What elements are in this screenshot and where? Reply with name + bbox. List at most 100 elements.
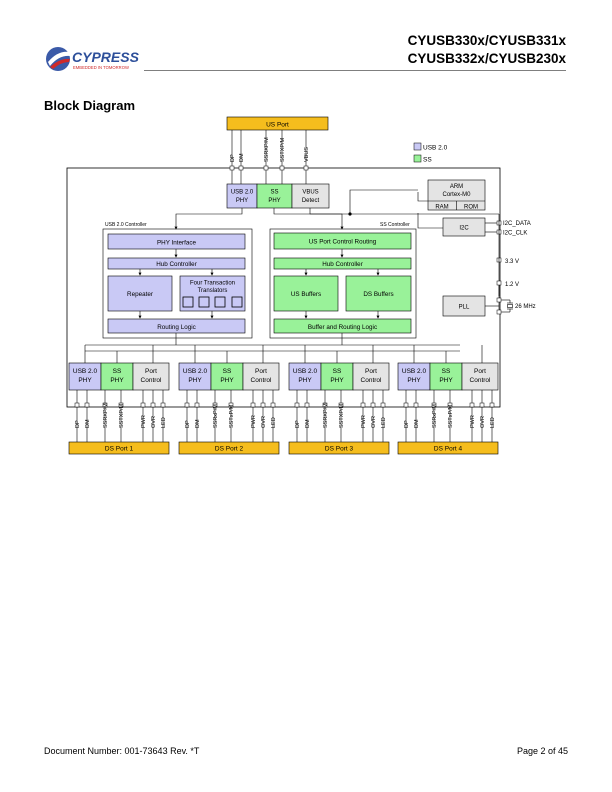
ds-pin-label: SSTxP/M <box>229 404 235 428</box>
ds-ss-phy-label: PHY <box>110 377 124 384</box>
i2c-label: I2C <box>459 226 469 232</box>
ds-pin-label: DM <box>414 419 420 428</box>
ds-pin-label: LED <box>490 417 496 428</box>
legend-ss-label: SS <box>423 157 432 164</box>
arm-core-label-2: Cortex-M0 <box>442 192 471 198</box>
crystal-icon <box>501 299 513 313</box>
ds-pin-label: OVR <box>261 416 267 428</box>
ds-pin-label: PWR <box>361 415 367 428</box>
arm-core-label-1: ARM <box>450 184 463 190</box>
pll-label: PLL <box>459 305 470 311</box>
repeater-label: Repeater <box>127 291 153 298</box>
us-buffers-label: US Buffers <box>291 291 321 298</box>
ss-hub-controller-box <box>273 257 412 270</box>
ds-usb2-phy-box <box>397 362 431 391</box>
ds-port-control-box <box>461 362 499 391</box>
repeater-box <box>107 275 173 312</box>
ram-label: RAM <box>435 205 448 211</box>
ds-port-label: DS Port 1 <box>105 446 134 453</box>
header-rule <box>144 70 566 71</box>
ds-port-control-label: Control <box>470 377 492 384</box>
ds-port-control-label: Port <box>255 368 267 375</box>
vbus-detect-label-2: Detect <box>302 198 320 204</box>
buffer-routing-logic-box <box>273 318 412 334</box>
power-1v2-label: 1.2 V <box>505 282 519 288</box>
ds-ss-phy-label: SS <box>223 368 232 375</box>
legend-ss-swatch <box>413 154 422 163</box>
ds-buffers-box <box>345 275 412 312</box>
ds-pin-label: OVR <box>151 416 157 428</box>
ds-pin-label: DP <box>75 420 81 428</box>
ds-port-label: DS Port 2 <box>215 446 244 453</box>
ds-pin-label: DM <box>305 419 311 428</box>
routing-logic-label: Routing Logic <box>157 324 196 331</box>
ds-usb2-phy-label: USB 2.0 <box>73 368 98 375</box>
ds-port-control-label: Port <box>474 368 486 375</box>
cypress-tree-icon <box>46 47 70 71</box>
ds-pin-label: DP <box>185 420 191 428</box>
usb2-controller-caption: USB 2.0 Controller <box>105 222 147 228</box>
ss-controller-caption: SS Controller <box>380 222 410 228</box>
rom-label: ROM <box>464 205 478 211</box>
cypress-logo: CYPRESS EMBEDDED IN TOMORROW <box>46 47 140 71</box>
ds-pin-label: PWR <box>251 415 257 428</box>
ds-pin-label: SSTXP/M <box>119 403 125 428</box>
ds-ss-phy-label: SS <box>333 368 342 375</box>
ds-ss-phy-box <box>210 362 244 391</box>
us-pin-label: DP <box>230 154 236 162</box>
legend-usb2-swatch <box>413 142 422 151</box>
ds-usb2-phy-box <box>288 362 322 391</box>
ds-port-control-label: Port <box>365 368 377 375</box>
ds-usb2-phy-label: PHY <box>78 377 92 384</box>
upstream-ss-phy <box>256 183 293 209</box>
ds-ss-phy-label: PHY <box>220 377 234 384</box>
us-port-box <box>226 116 329 131</box>
section-title: Block Diagram <box>44 98 136 113</box>
title-line-1: CYUSB330x/CYUSB331x <box>407 33 566 48</box>
i2c-data-pin: I2C_DATA <box>503 221 531 227</box>
ds-usb2-phy-label: USB 2.0 <box>183 368 208 375</box>
brand-tagline: EMBEDDED IN TOMORROW <box>73 65 129 70</box>
pll-frequency: 26 MHz <box>515 304 536 310</box>
ds-port-control-label: Control <box>141 377 163 384</box>
ds-ss-phy-label: SS <box>442 368 451 375</box>
ds-pin-label: LED <box>271 417 277 428</box>
ds-pin-label: SSTXP/M <box>339 403 345 428</box>
document-title: CYUSB330x/CYUSB331x CYUSB332x/CYUSB230x <box>408 32 566 68</box>
ds-port-control-label: Control <box>361 377 383 384</box>
us-port-control-routing-label: US Port Control Routing <box>309 239 377 246</box>
upstream-usb2-phy <box>226 183 258 209</box>
usb2-hub-controller-box <box>107 257 246 270</box>
routing-logic-box <box>107 318 246 334</box>
upstream-ss-phy-label-2: PHY <box>268 198 280 204</box>
ds-pin-label: PWR <box>470 415 476 428</box>
ds-pin-label: LED <box>381 417 387 428</box>
ds-port-control-box <box>352 362 390 391</box>
tt-label-2: Translators <box>198 288 228 294</box>
phy-interface-label: PHY Interface <box>157 240 197 247</box>
ds-port-control-label: Control <box>251 377 273 384</box>
ds-ss-phy-box <box>429 362 463 391</box>
ds-usb2-phy-label: PHY <box>407 377 421 384</box>
upstream-usb2-phy-label-2: PHY <box>236 198 248 204</box>
ds-port-box <box>178 441 280 455</box>
ds-usb2-phy-label: USB 2.0 <box>293 368 318 375</box>
ds-port-box <box>68 441 170 455</box>
us-buffers-box <box>273 275 339 312</box>
page-number: Page 2 of 45 <box>516 746 568 756</box>
ds-usb2-phy-label: PHY <box>188 377 202 384</box>
ds-pin-label: SSRXP/M <box>323 403 329 428</box>
legend-usb2-label: USB 2.0 <box>423 145 448 152</box>
ds-ss-phy-box <box>100 362 134 391</box>
us-pin-label: VBUS <box>304 147 310 162</box>
buffer-routing-logic-label: Buffer and Routing Logic <box>308 324 377 331</box>
ds-pin-label: SSRxP/M <box>213 404 219 428</box>
power-3v3-label: 3.3 V <box>505 259 519 265</box>
ds-pin-label: OVR <box>371 416 377 428</box>
usb2-hub-controller-label: Hub Controller <box>156 261 197 268</box>
us-port-label: US Port <box>266 122 289 129</box>
ds-port-label: DS Port 4 <box>434 446 463 453</box>
